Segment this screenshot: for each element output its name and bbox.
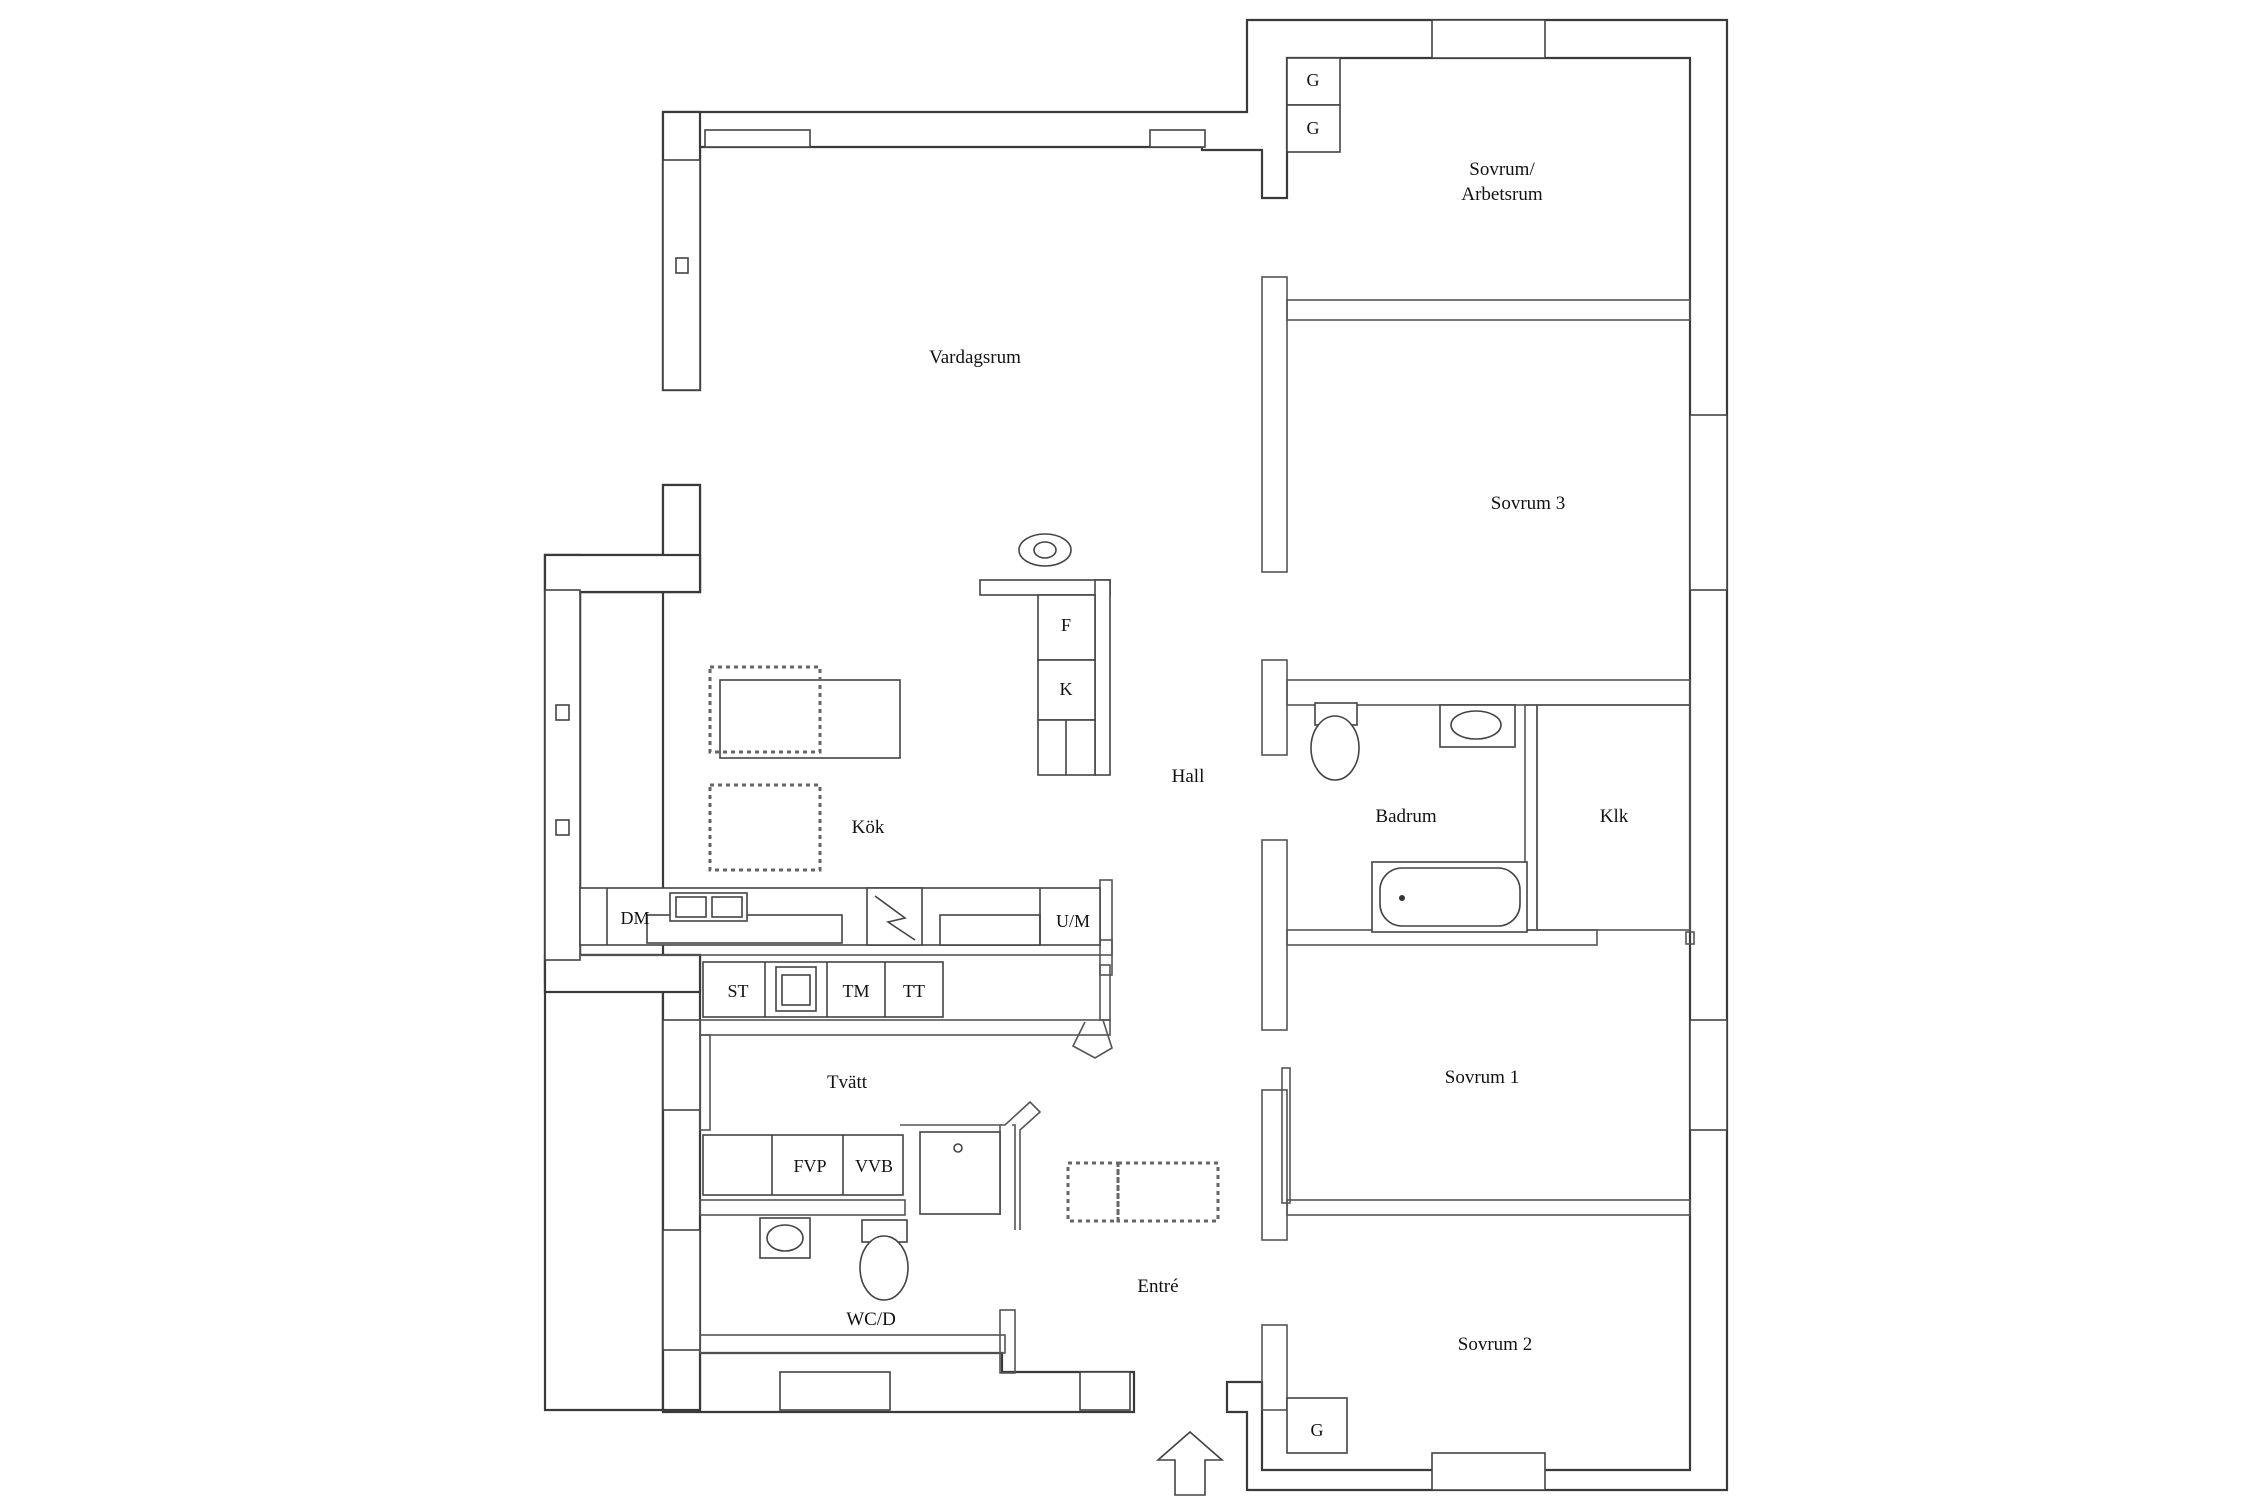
fvp-label: FVP <box>793 1156 826 1176</box>
bench-icon <box>1116 1161 1220 1223</box>
room-kok: Kök <box>852 817 885 838</box>
wc-fixtures <box>759 1217 909 1301</box>
room-sovrum-3: Sovrum 3 <box>1491 493 1565 514</box>
room-vardagsrum: Vardagsrum <box>929 347 1021 368</box>
hall-furniture <box>1066 1161 1220 1223</box>
wardrobe-label-1: G <box>1307 70 1320 90</box>
room-sovrum-arbetsrum-line1: Sovrum/ <box>1469 159 1535 180</box>
bench-icon <box>1066 1161 1120 1223</box>
room-entre: Entré <box>1137 1276 1178 1297</box>
room-sovrum-arbetsrum-line2: Arbetsrum <box>1461 184 1542 205</box>
entrance-arrow-icon <box>1155 1430 1225 1496</box>
wardrobes: G G G <box>1286 57 1348 1454</box>
vvb-label: VVB <box>855 1156 893 1176</box>
tumble-dryer-label: TT <box>903 981 925 1001</box>
drying-cabinet-label: ST <box>727 981 748 1001</box>
room-tvatt: Tvätt <box>827 1072 868 1093</box>
room-sovrum-2: Sovrum 2 <box>1458 1334 1532 1355</box>
laundry: ST TM TT FVP VVB <box>702 961 1001 1215</box>
bar-stool-icon <box>708 665 822 754</box>
room-badrum: Badrum <box>1375 806 1436 827</box>
fridge-label: F <box>1061 615 1071 635</box>
bar-stool-icon <box>708 783 822 872</box>
freezer-label: K <box>1060 679 1073 699</box>
wardrobe-label-2: G <box>1307 118 1320 138</box>
kitchen: F K DM U/M <box>579 533 1111 946</box>
room-labels: Vardagsrum Sovrum/ Arbetsrum Sovrum 3 Ha… <box>827 159 1629 1355</box>
room-wc-d: WC/D <box>846 1309 896 1330</box>
wardrobe-label-3: G <box>1311 1420 1324 1440</box>
room-sovrum-1: Sovrum 1 <box>1445 1067 1519 1088</box>
room-hall: Hall <box>1172 766 1205 787</box>
interior-walls <box>579 276 1695 1411</box>
room-klk: Klk <box>1600 806 1629 827</box>
washer-label: TM <box>843 981 870 1001</box>
windows <box>544 19 1728 1491</box>
bathroom-fixtures <box>1310 702 1528 933</box>
dishwasher-label: DM <box>620 908 649 928</box>
oven-micro-label: U/M <box>1056 911 1090 931</box>
